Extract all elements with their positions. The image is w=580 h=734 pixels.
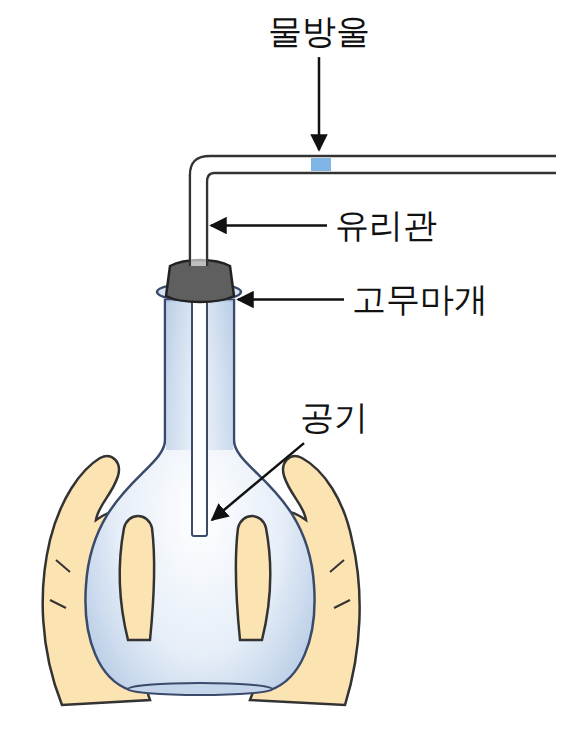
rubber-stopper [166,260,234,302]
glass-tube-inner [207,173,556,266]
glass-tube-outer [190,156,556,266]
flask-base [128,683,272,695]
leader-arrow [211,224,327,227]
part-label: 공기 [300,398,368,437]
part-label: 고무마개 [352,280,488,319]
right-thumb [236,516,270,640]
inner-tube [192,300,207,536]
glass-tube-fill [191,158,555,266]
finger-lines [50,560,350,608]
leader-arrow [212,443,304,520]
part-label: 물방울 [268,12,370,51]
part-label: 유리관 [335,206,437,245]
flask-body [85,300,314,690]
water-drop [311,158,331,171]
left-thumb [120,516,154,640]
leader-arrow [318,57,321,150]
leader-arrow [238,298,344,301]
